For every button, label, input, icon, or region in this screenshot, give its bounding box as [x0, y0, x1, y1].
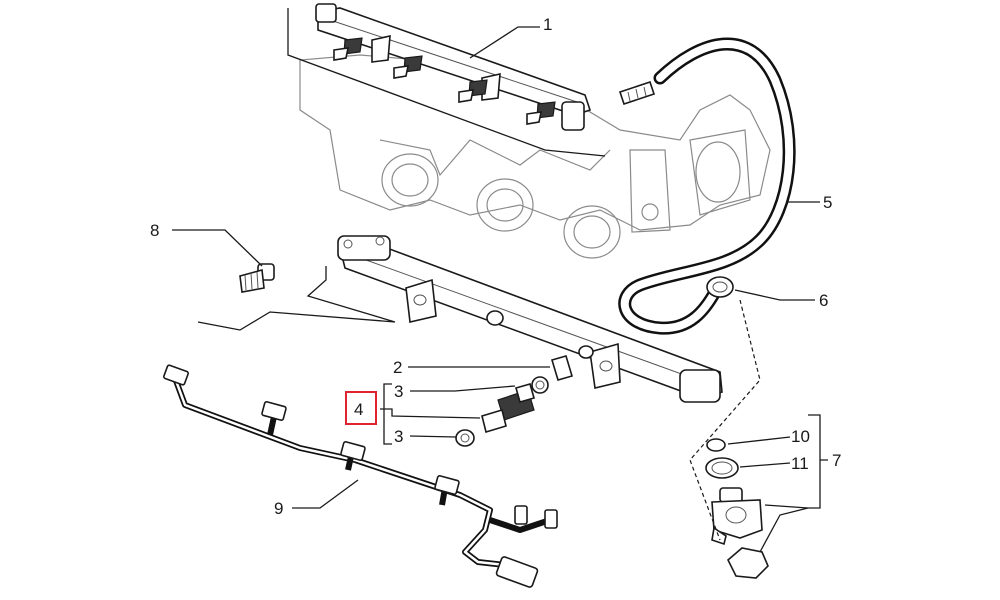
callout-3b: 3: [394, 427, 403, 446]
injector-assembly: [455, 355, 573, 447]
leader-7a: [764, 504, 809, 509]
leader-7b: [759, 507, 809, 553]
leader-3a: [410, 385, 516, 392]
callout-labels: 1 2 3 4 3 5 6 7 8 9 10 11: [150, 15, 841, 518]
callout-8: 8: [150, 221, 159, 240]
leader-1: [469, 26, 540, 59]
callout-2: 2: [393, 358, 402, 377]
hose-clamp: [706, 276, 734, 298]
injectors-top: [333, 37, 556, 125]
bolt-part-8: [239, 263, 275, 293]
leader-6: [734, 289, 815, 301]
callout-1: 1: [543, 15, 552, 34]
leader-lines: [172, 26, 828, 553]
leader-4: [380, 408, 481, 419]
callout-3a: 3: [394, 382, 403, 401]
leader-10: [727, 436, 791, 445]
callout-5: 5: [823, 193, 832, 212]
callout-6: 6: [819, 291, 828, 310]
dashed-path-regulator: [689, 299, 761, 541]
callout-11: 11: [791, 454, 809, 473]
leader-9: [292, 479, 359, 509]
bracket-7: [808, 414, 828, 509]
callout-9: 9: [274, 499, 283, 518]
leader-3b: [409, 435, 457, 438]
highlight-box-4: [345, 391, 377, 425]
callout-10: 10: [791, 427, 810, 446]
leader-11: [739, 462, 791, 468]
fuel-rail-main: [337, 235, 723, 403]
fuel-rail-top: [315, 3, 592, 131]
pressure-regulator: [705, 438, 769, 579]
callout-7: 7: [832, 451, 841, 470]
wiring-harness: [163, 364, 558, 588]
hose-fitting-bolt: [618, 80, 656, 106]
bracket-line-1: [287, 8, 606, 157]
leader-8: [172, 229, 263, 267]
return-hose: [618, 37, 796, 335]
bracket-3-4-3: [383, 383, 392, 445]
callout-4: 4: [354, 400, 363, 419]
bracket-line-rail: [197, 266, 396, 331]
